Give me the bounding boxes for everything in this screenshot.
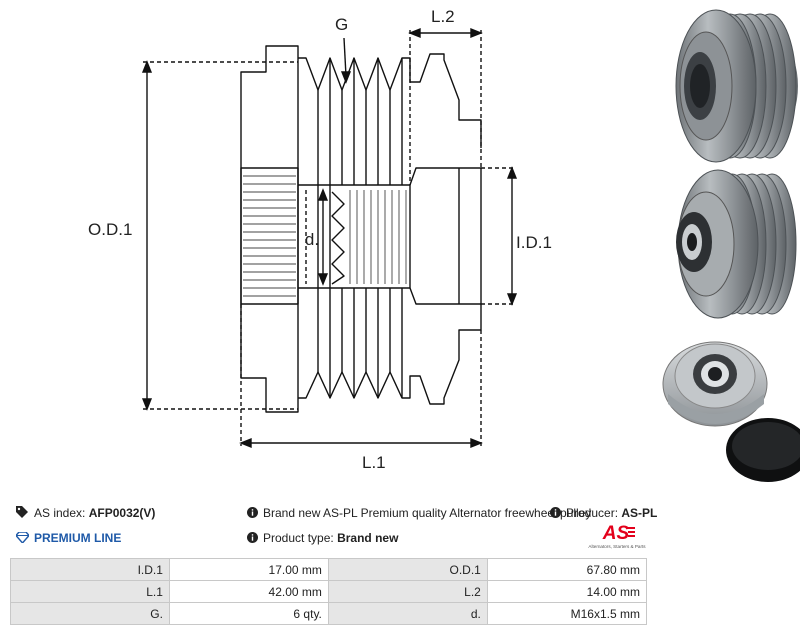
spline-hatching [243, 175, 296, 297]
as-pl-logo: AS Alternators, Starters & Parts [588, 523, 646, 549]
spec-value: 67.80 mm [486, 558, 648, 581]
label-l1: L.1 [362, 453, 386, 472]
label-l2: L.2 [431, 7, 455, 26]
svg-text:Alternators, Starters & Parts: Alternators, Starters & Parts [588, 544, 646, 549]
table-row: G. 6 qty. d. M16x1.5 mm [10, 602, 648, 625]
table-row: I.D.1 17.00 mm O.D.1 67.80 mm [10, 558, 648, 581]
spec-value: 17.00 mm [168, 558, 329, 581]
product-photo-angled [675, 9, 798, 163]
spec-label: L.1 [10, 580, 170, 603]
spec-label: d. [327, 602, 488, 625]
as-index-label: AS index: [34, 506, 86, 520]
right-hub [409, 167, 482, 305]
producer-value: AS-PL [621, 506, 658, 520]
producer-label: Producer: [566, 506, 619, 520]
label-od1: O.D.1 [88, 220, 132, 239]
groove-profile-bottom [298, 304, 482, 405]
as-index-row: AS index: AFP0032(V) [16, 506, 155, 521]
producer-row: Producer: AS-PL [550, 506, 657, 521]
left-flange [240, 45, 299, 413]
svg-text:AS: AS [602, 523, 630, 544]
info-icon [247, 506, 258, 521]
spec-label: L.2 [327, 580, 488, 603]
product-photo-front [676, 169, 797, 319]
thread-hatching [349, 190, 407, 284]
central-bore [298, 184, 411, 289]
label-g: G [335, 15, 348, 34]
thread-profile [331, 191, 345, 285]
product-photo-cap [662, 341, 800, 482]
label-d: d. [305, 230, 319, 249]
spec-value: 42.00 mm [168, 580, 329, 603]
info-icon [247, 531, 258, 546]
as-index-value: AFP0032(V) [88, 506, 156, 520]
spec-value: 14.00 mm [486, 580, 648, 603]
diamond-icon [15, 531, 30, 546]
tag-icon [16, 506, 29, 521]
product-type-value: Brand new [337, 531, 399, 545]
spec-value: 6 qty. [168, 602, 329, 625]
product-type-row: Product type: Brand new [247, 531, 398, 546]
product-type-label: Product type: [263, 531, 334, 545]
groove-profile-top [298, 53, 482, 148]
spec-label: G. [10, 602, 170, 625]
spec-value: M16x1.5 mm [486, 602, 648, 625]
premium-line-label: PREMIUM LINE [34, 531, 122, 545]
spec-label: O.D.1 [327, 558, 488, 581]
specs-table: I.D.1 17.00 mm O.D.1 67.80 mm L.1 42.00 … [10, 558, 648, 625]
premium-line-row: PREMIUM LINE [15, 531, 122, 546]
table-row: L.1 42.00 mm L.2 14.00 mm [10, 580, 648, 603]
label-id1: I.D.1 [516, 233, 552, 252]
description-text: Brand new AS-PL Premium quality Alternat… [263, 506, 592, 520]
description-row: Brand new AS-PL Premium quality Alternat… [247, 506, 591, 521]
technical-drawing: G L.2 O.D.1 d. I.D.1 L.1 [88, 7, 552, 472]
spline-hub [240, 167, 299, 305]
info-icon [550, 506, 561, 521]
spec-label: I.D.1 [10, 558, 170, 581]
